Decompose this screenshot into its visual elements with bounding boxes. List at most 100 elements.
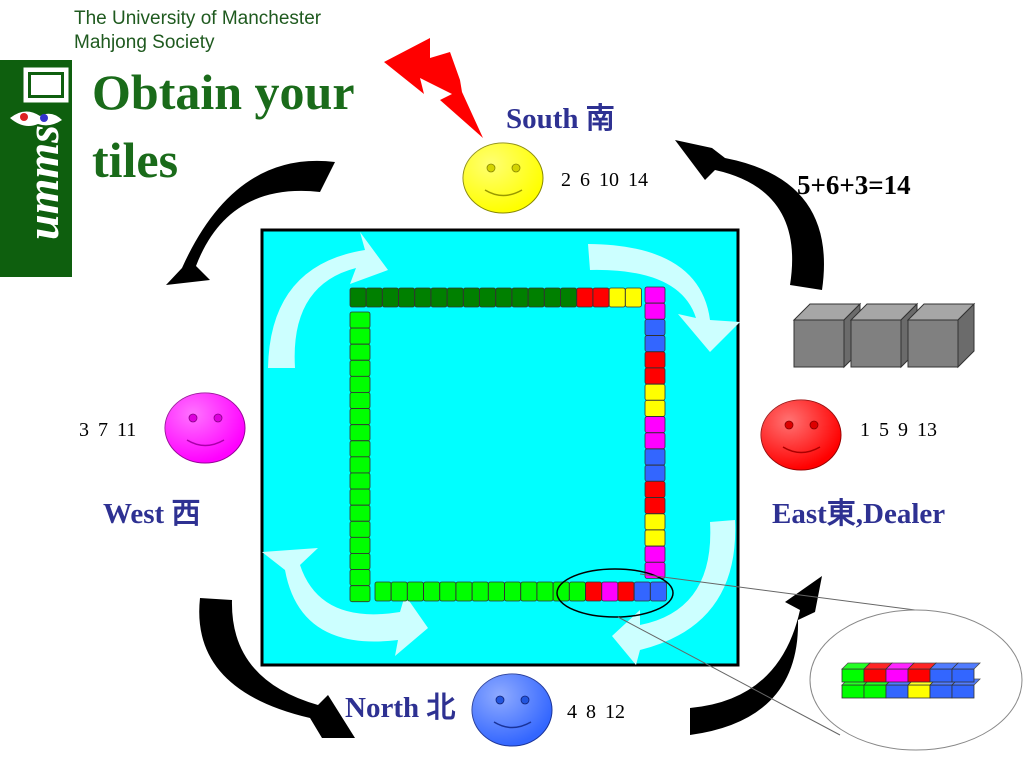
right-wall-tile [644, 497, 666, 515]
left-wall-tile [349, 456, 371, 474]
bottom-wall-tile [650, 581, 667, 602]
zoom-tile [885, 662, 915, 683]
top-wall-tile [349, 287, 367, 308]
right-wall-tile [644, 335, 666, 353]
right-wall-tile [644, 351, 666, 369]
left-wall-tile [349, 553, 371, 570]
arrow-top-right-icon [675, 140, 824, 290]
top-wall-tile [576, 287, 594, 308]
right-wall-tile [644, 367, 666, 385]
left-wall-tile [349, 585, 371, 603]
top-wall-tile [381, 287, 399, 308]
south-label: South 南 [506, 103, 615, 135]
right-wall-tile [644, 432, 666, 450]
top-wall-tile [495, 287, 513, 308]
left-wall-tile [349, 343, 371, 361]
bottom-wall-tile [390, 581, 408, 602]
inner-arrow-bottom-right-icon [612, 520, 736, 665]
south-numbers: 2 6 10 14 [561, 169, 648, 191]
top-wall-tile [414, 287, 432, 308]
org-line-2: Mahjong Society [74, 32, 215, 53]
bottom-wall-tile [569, 581, 586, 602]
dice-icon [792, 302, 862, 369]
right-wall-tile [644, 545, 666, 563]
top-wall-tile [479, 287, 497, 308]
top-wall-tile [398, 287, 416, 308]
dice-icon [849, 302, 919, 369]
east-label: East東,Dealer [772, 498, 946, 530]
bottom-wall-tile [455, 581, 473, 602]
east-numbers: 1 5 9 13 [860, 419, 937, 441]
organisation-name: The University of Manchester Mahjong Soc… [74, 7, 321, 55]
inner-arrow-top-right-icon [588, 244, 740, 352]
bottom-wall-tile [536, 581, 554, 602]
bottom-wall-tile [406, 581, 424, 602]
north-numbers: 4 8 12 [567, 701, 625, 723]
inner-arrow-top-left-icon [268, 232, 388, 368]
left-wall-tile [349, 408, 371, 426]
inner-arrow-bottom-left-icon [262, 548, 428, 656]
right-wall-tile [644, 399, 666, 417]
bottom-wall-tile [617, 581, 635, 602]
left-wall-tile [349, 440, 371, 458]
north-label: North 北 [345, 692, 456, 724]
zoom-detail-icon [809, 609, 1023, 751]
top-wall-tile [527, 287, 545, 308]
bottom-wall-tile [520, 581, 538, 602]
top-wall-tile [462, 287, 480, 308]
bottom-wall-tile [423, 581, 441, 602]
zoom-tile [863, 662, 893, 683]
east-smiley-icon [760, 399, 842, 471]
bottom-wall-tile [633, 581, 651, 602]
left-wall-tile [349, 327, 371, 345]
zoom-tile [929, 662, 959, 683]
right-wall-tile [644, 286, 666, 304]
west-smiley-icon [164, 392, 246, 464]
top-wall-tile [625, 287, 642, 308]
bottom-wall-tile [374, 581, 392, 602]
logo-letters: umms [17, 125, 68, 240]
dice-icon [906, 302, 976, 369]
top-wall-tile [446, 287, 464, 308]
left-wall-tile [349, 472, 371, 490]
bottom-wall-tile [601, 581, 619, 602]
right-wall-tile [644, 302, 666, 320]
top-wall-tile [544, 287, 561, 308]
dice-group [792, 302, 976, 369]
left-wall-tile [349, 311, 371, 329]
org-line-1: The University of Manchester [74, 8, 322, 29]
south-smiley-icon [462, 142, 544, 214]
right-wall-tile [644, 513, 666, 531]
top-wall-tile [430, 287, 448, 308]
dice-formula: 5+6+3=14 [797, 170, 911, 200]
right-wall-tile [644, 448, 666, 466]
lightning-icon [384, 38, 483, 138]
arrow-bottom-left-icon [199, 598, 355, 738]
zoom-tile [951, 662, 981, 683]
west-label: West 西 [103, 498, 201, 530]
left-wall-tile [349, 569, 371, 586]
bottom-wall-tile [504, 581, 522, 602]
right-wall-tile [644, 529, 666, 547]
left-wall-tile [349, 520, 371, 538]
left-wall-tile [349, 537, 371, 554]
mahjong-society-logo-icon: umms [0, 60, 72, 277]
top-wall-tile [608, 287, 626, 308]
left-wall-tile [349, 424, 371, 442]
bottom-wall-tile [585, 581, 602, 602]
highlight-ellipse [556, 568, 674, 618]
north-smiley-icon [471, 673, 553, 747]
top-wall-tile [365, 287, 383, 308]
arrow-bottom-right-icon [690, 576, 822, 735]
left-wall-tile [349, 359, 371, 377]
left-wall-tile [349, 488, 371, 506]
top-wall-tile [592, 287, 610, 308]
right-wall-tile [644, 318, 666, 336]
page-title: Obtain your tiles [92, 64, 354, 188]
left-wall-tile [349, 375, 371, 393]
bottom-wall-tile [487, 581, 505, 602]
top-wall-tile [560, 287, 577, 308]
right-wall-tile [644, 383, 666, 401]
left-wall-tile [349, 392, 371, 409]
